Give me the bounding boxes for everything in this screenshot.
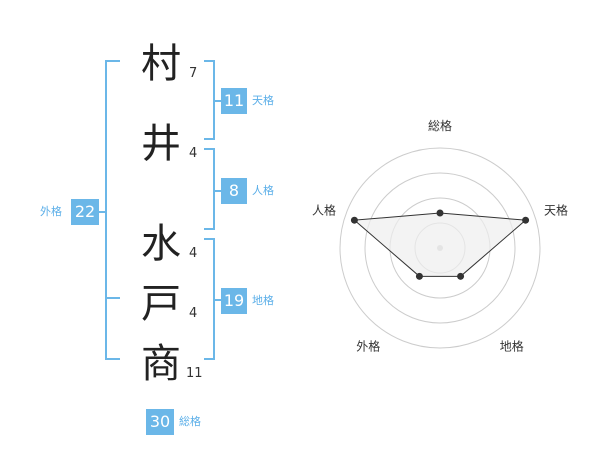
- stroke-count-4: 4: [189, 306, 198, 321]
- radar-axis-label-2: 地格: [500, 339, 524, 354]
- chikaku-value: 19: [221, 288, 247, 314]
- gaikaku-value: 22: [71, 199, 99, 225]
- name-char-2: 井: [141, 121, 181, 167]
- tenkaku-label: 天格: [252, 94, 274, 107]
- soukaku-label: 総格: [179, 415, 201, 428]
- gaikaku-label: 外格: [40, 205, 62, 218]
- radar-point-2: [457, 272, 465, 280]
- radar-point-0: [436, 209, 444, 217]
- stroke-count-5: 11: [186, 366, 203, 381]
- radar-polygon: [353, 212, 527, 277]
- name-char-4: 戸: [141, 281, 181, 327]
- stroke-count-2: 4: [189, 146, 198, 161]
- name-char-3: 水: [141, 221, 181, 267]
- stroke-count-1: 7: [189, 66, 198, 81]
- soukaku-value: 30: [146, 409, 174, 435]
- name-char-5: 商: [141, 341, 181, 387]
- tenkaku-value: 11: [221, 88, 247, 114]
- chikaku-label: 地格: [252, 294, 274, 307]
- radar-axis-label-0: 総格: [428, 118, 452, 133]
- radar-point-4: [350, 216, 358, 224]
- radar-point-3: [415, 272, 423, 280]
- radar-axis-label-1: 天格: [544, 202, 568, 217]
- radar-ring-3: [364, 172, 516, 324]
- jinkaku-value: 8: [221, 178, 247, 204]
- radar-axis-label-4: 人格: [312, 202, 336, 217]
- stroke-count-3: 4: [189, 246, 198, 261]
- name-char-1: 村: [141, 41, 181, 87]
- radar-ring-4: [339, 147, 541, 349]
- radar-axis-label-3: 外格: [356, 339, 380, 354]
- jinkaku-label: 人格: [252, 184, 274, 197]
- radar-point-1: [522, 216, 530, 224]
